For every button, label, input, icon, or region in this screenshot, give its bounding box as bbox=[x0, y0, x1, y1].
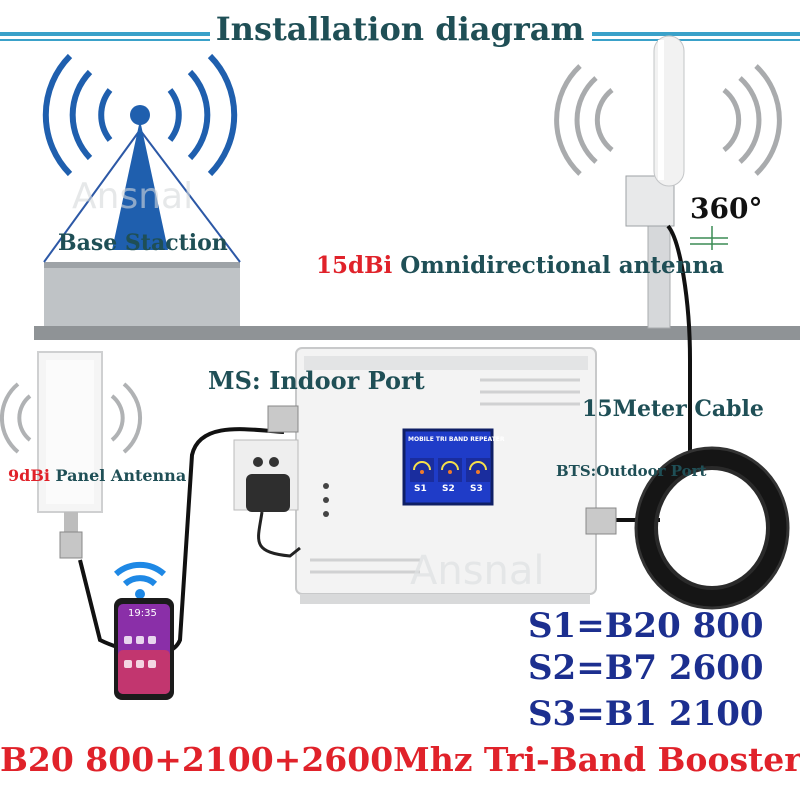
panel-antenna-icon bbox=[0, 351, 142, 559]
repeater-slot-3: S3 bbox=[470, 484, 483, 494]
watermark-top: Ansnal bbox=[72, 176, 194, 217]
phone-time: 19:35 bbox=[128, 608, 157, 619]
watermark-center: Ansnal bbox=[410, 548, 545, 594]
repeater-screen-title: MOBILE TRI BAND REPEATER bbox=[408, 436, 505, 443]
phone-icon bbox=[114, 598, 174, 700]
base-station-building bbox=[43, 129, 241, 326]
repeater-slot-2: S2 bbox=[442, 484, 455, 494]
ms-indoor-port-label: MS: Indoor Port bbox=[208, 366, 425, 395]
base-station-label: Base Staction bbox=[58, 230, 228, 256]
footer-title: B20 800+2100+2600Mhz Tri-Band Booster bbox=[0, 740, 800, 779]
base-station-tower-icon bbox=[42, 53, 238, 250]
power-adapter-icon bbox=[233, 439, 301, 558]
band-item-3: S3=B1 2100 bbox=[528, 694, 764, 734]
omni-gain: 15dBi bbox=[316, 252, 393, 279]
panel-gain: 9dBi bbox=[8, 466, 50, 485]
angle-marker bbox=[690, 226, 728, 250]
omni-name: Omnidirectional antenna bbox=[400, 252, 725, 279]
repeater-slot-1: S1 bbox=[414, 484, 427, 494]
repeater-unit bbox=[267, 347, 617, 604]
page-title: Installation diagram bbox=[0, 10, 800, 48]
wifi-icon bbox=[114, 561, 166, 599]
omni-antenna-label: 15dBi Omnidirectional antenna bbox=[316, 252, 724, 279]
cable-length-label: 15Meter Cable bbox=[582, 396, 764, 422]
cable-coil-icon bbox=[634, 446, 790, 610]
panel-antenna-label: 9dBi Panel Antenna bbox=[8, 466, 186, 485]
bts-outdoor-port-label: BTS:Outdoor Port bbox=[556, 462, 707, 480]
page-title-text: Installation diagram bbox=[209, 10, 591, 48]
panel-name: Panel Antenna bbox=[55, 466, 187, 485]
band-item-1: S1=B20 800 bbox=[528, 606, 764, 646]
floor-slab bbox=[34, 326, 800, 340]
band-item-2: S2=B7 2600 bbox=[528, 648, 764, 688]
outdoor-cable bbox=[666, 224, 692, 470]
title-bar-left bbox=[0, 32, 220, 41]
omni-antenna-icon bbox=[554, 35, 782, 329]
angle-label: 360° bbox=[690, 192, 763, 225]
title-bar-right bbox=[592, 32, 800, 41]
